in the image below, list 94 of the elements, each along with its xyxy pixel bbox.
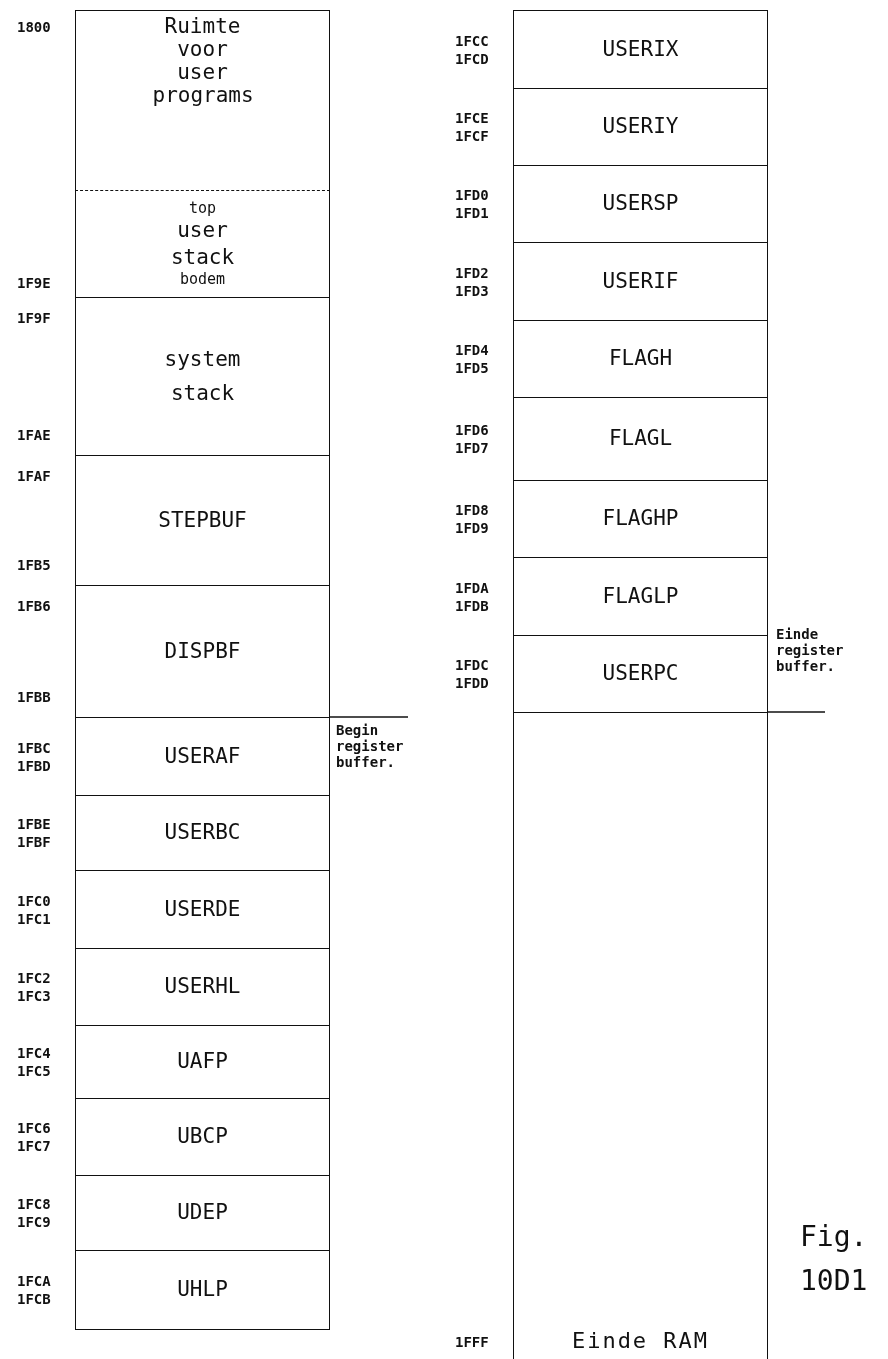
cell-label: USERDE	[164, 897, 241, 922]
address-label: 1800	[17, 18, 51, 36]
address-label: 1FDA	[455, 578, 489, 597]
address-label: 1FD4	[455, 341, 489, 359]
address-label: 1FD1	[455, 204, 489, 222]
cell-label: UAFP	[177, 1050, 228, 1074]
memory-cell	[75, 585, 330, 718]
address-label: 1FD9	[455, 519, 489, 537]
address-label: 1FBE	[17, 815, 51, 833]
cell-label: STEPBUF	[158, 508, 247, 533]
address-label: 1FB5	[17, 556, 51, 574]
address-label: 1FD6	[455, 421, 489, 439]
cell-label: FLAGHP	[602, 507, 679, 531]
address-label: 1FC7	[17, 1137, 51, 1155]
cell-label: Ruimte voor user programs	[152, 15, 253, 108]
cell-label: FLAGLP	[602, 584, 679, 609]
memory-cell	[75, 795, 330, 871]
cell-label: USERAF	[164, 744, 241, 769]
address-label: 1FC3	[17, 987, 51, 1005]
address-label: 1FC9	[17, 1213, 51, 1231]
address-label: 1FAF	[17, 467, 51, 485]
address-label: 1FC4	[17, 1044, 51, 1062]
memory-cell	[513, 320, 768, 398]
address-label: 1FDB	[455, 596, 489, 615]
address-label: 1FCD	[455, 49, 489, 68]
address-label: 1FC5	[17, 1062, 51, 1080]
address-label: 1FBD	[17, 756, 51, 775]
memory-cell	[75, 948, 330, 1026]
address-label: 1FCF	[455, 127, 489, 145]
memory-cell	[513, 712, 768, 1359]
memory-cell	[513, 242, 768, 321]
memory-cell	[75, 10, 330, 192]
memory-cell	[513, 88, 768, 166]
cell-label: USERIF	[602, 269, 679, 294]
memory-cell	[513, 397, 768, 481]
memory-cell	[75, 870, 330, 949]
address-label: 1FCC	[455, 31, 489, 50]
cell-label: USERHL	[164, 975, 241, 999]
cell-label: top	[187, 200, 218, 217]
address-label: 1F9E	[17, 274, 51, 292]
address-label: 1FC8	[17, 1195, 51, 1213]
address-label: 1FDD	[455, 674, 489, 692]
cell-label: FLAGH	[608, 347, 673, 371]
memory-cell	[75, 1098, 330, 1176]
figure-caption: Fig. 10D1	[800, 1219, 869, 1299]
address-label: 1FD0	[455, 186, 489, 204]
memory-cell	[513, 165, 768, 243]
address-label: 1FD8	[455, 501, 489, 519]
cell-label: user stack	[169, 216, 236, 271]
address-label: 1FCE	[455, 109, 489, 127]
address-label: 1FB6	[17, 597, 51, 615]
cell-label: DISPBF	[164, 639, 241, 664]
cell-label: bodem	[178, 271, 227, 288]
address-label: 1FDC	[455, 656, 489, 674]
address-label: 1FD5	[455, 359, 489, 377]
cell-label: FLAGL	[608, 427, 673, 451]
note-text: Einde register buffer.	[776, 626, 845, 674]
address-label: 1FC1	[17, 909, 51, 928]
memory-cell	[75, 1175, 330, 1251]
address-label: 1FBB	[17, 688, 51, 706]
address-label: 1FAE	[17, 426, 51, 444]
address-label: 1FCB	[17, 1290, 51, 1308]
address-label: 1FC2	[17, 969, 51, 987]
cell-label: Einde RAM	[571, 1328, 710, 1353]
address-label: 1FD7	[455, 439, 489, 457]
address-label: 1FD2	[455, 263, 489, 282]
address-label: 1FBF	[17, 833, 51, 851]
address-label: 1FC0	[17, 891, 51, 910]
address-label: 1FCA	[17, 1272, 51, 1290]
cell-label: system stack	[163, 345, 242, 407]
cell-label: USERSP	[602, 192, 679, 216]
cell-label: USERBC	[164, 821, 241, 845]
address-label: 1FFF	[455, 1333, 489, 1351]
cell-label: UDEP	[177, 1201, 228, 1225]
address-label: 1F9F	[17, 309, 51, 327]
memory-cell	[513, 10, 768, 89]
cell-label: UHLP	[177, 1278, 228, 1302]
address-label: 1FBC	[17, 738, 51, 757]
address-label: 1FD3	[455, 281, 489, 300]
memory-cell	[75, 297, 330, 456]
memory-cell	[75, 190, 330, 298]
note-text: Begin register buffer.	[336, 722, 405, 770]
memory-cell	[513, 480, 768, 558]
memory-cell	[513, 635, 768, 713]
cell-label: UBCP	[177, 1125, 228, 1149]
address-label: 1FC6	[17, 1119, 51, 1137]
cell-label: USERPC	[602, 662, 679, 686]
memory-cell	[75, 717, 330, 796]
memory-cell	[513, 557, 768, 636]
memory-cell	[75, 455, 330, 586]
cell-label: USERIX	[602, 37, 679, 62]
memory-cell	[75, 1025, 330, 1099]
cell-label: USERIY	[602, 115, 679, 139]
memory-cell	[75, 1250, 330, 1330]
